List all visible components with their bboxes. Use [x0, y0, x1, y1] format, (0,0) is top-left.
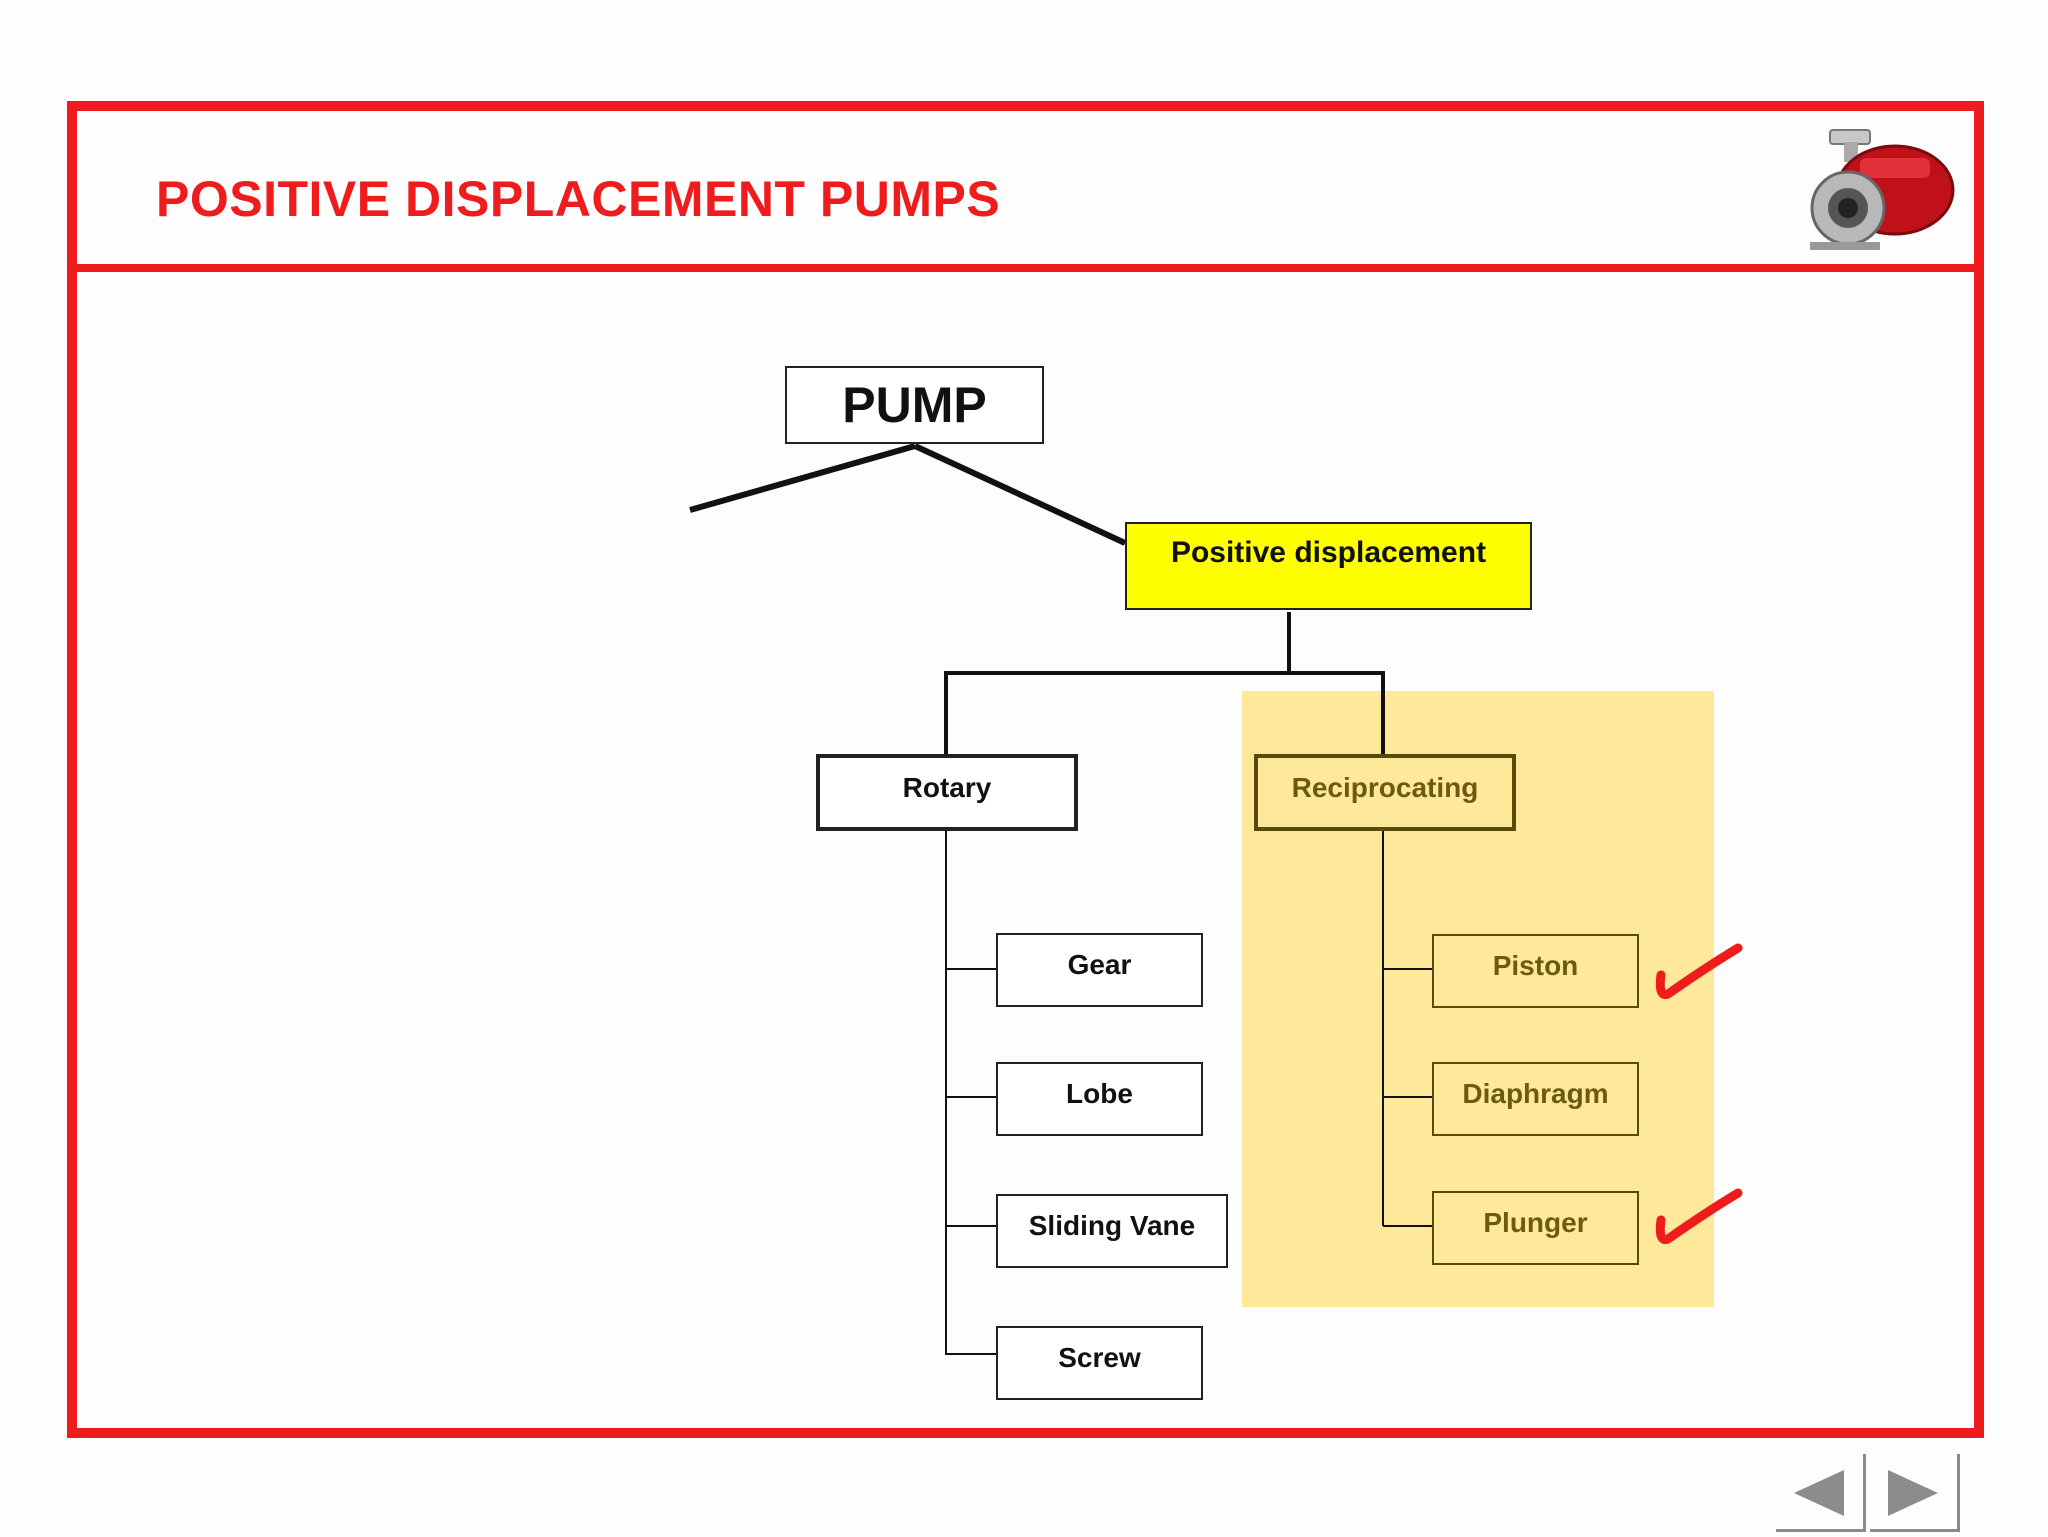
diaphragm-node: Diaphragm: [1432, 1062, 1639, 1136]
lobe-node: Lobe: [996, 1062, 1203, 1136]
checkmark-icon: [1655, 943, 1743, 1245]
screw-node: Screw: [996, 1326, 1203, 1400]
pump-node: PUMP: [785, 366, 1044, 444]
gear-node: Gear: [996, 933, 1203, 1007]
header-divider: [67, 264, 1984, 272]
prev-button[interactable]: [1776, 1454, 1866, 1532]
triangle-left-icon: [1794, 1470, 1844, 1516]
triangle-right-icon: [1888, 1470, 1938, 1516]
pump-icon: [1810, 129, 1955, 250]
reciprocating-node: Reciprocating: [1254, 754, 1516, 831]
plunger-node: Plunger: [1432, 1191, 1639, 1265]
rotary-node: Rotary: [816, 754, 1078, 831]
sliding-vane-node: Sliding Vane: [996, 1194, 1228, 1268]
piston-node: Piston: [1432, 934, 1639, 1008]
reciprocating-highlight: [1242, 691, 1714, 1307]
next-button[interactable]: [1870, 1454, 1960, 1532]
slide-title: POSITIVE DISPLACEMENT PUMPS: [156, 171, 1001, 227]
positive-displacement-node: Positive displacement: [1125, 522, 1532, 610]
